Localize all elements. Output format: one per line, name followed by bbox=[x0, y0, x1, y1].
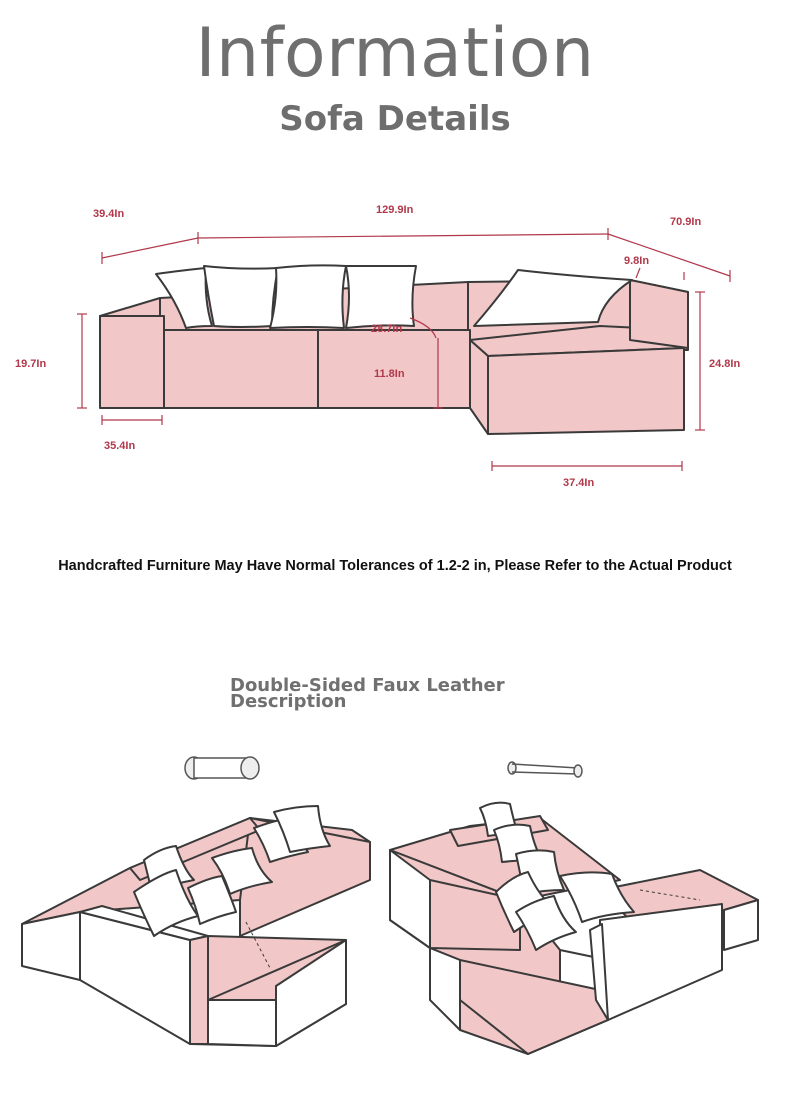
page-title: Information bbox=[195, 14, 595, 93]
pillow-icon bbox=[273, 805, 331, 853]
leather-roll-right-icon bbox=[507, 761, 583, 778]
tolerance-note: Handcrafted Furniture May Have Normal To… bbox=[58, 558, 732, 574]
dimension-label: 11.8In bbox=[374, 368, 405, 380]
description-line-2: Description bbox=[230, 691, 347, 712]
pillow-3 bbox=[269, 264, 347, 329]
sofa-dimension-diagram bbox=[77, 228, 731, 471]
right-sofa-view bbox=[389, 815, 759, 1055]
dimension-label: 37.4In bbox=[563, 477, 595, 489]
leather-roll-left-icon bbox=[184, 756, 260, 780]
dimension-label: 39.4In bbox=[93, 208, 125, 220]
left-sofa-view bbox=[21, 817, 371, 1047]
pillow-icon bbox=[515, 895, 577, 951]
description-line-1: Double-Sided Faux Leather bbox=[230, 675, 505, 696]
pillow-icon bbox=[559, 871, 635, 923]
dimension-label: 129.9In bbox=[376, 204, 414, 216]
dimension-label: 70.9In bbox=[670, 216, 702, 228]
pillow-icon bbox=[187, 875, 237, 925]
dimension-label: 19.7In bbox=[15, 358, 47, 370]
sofa-right-arm bbox=[629, 279, 689, 349]
pillow-1 bbox=[155, 267, 213, 329]
page-subtitle: Sofa Details bbox=[279, 99, 511, 139]
pillow-5 bbox=[473, 269, 633, 327]
dimension-label: 35.4In bbox=[104, 440, 136, 452]
description-heading: Double-Sided Faux Leather Description bbox=[230, 675, 530, 712]
dimension-label: 24.8In bbox=[709, 358, 741, 370]
sofa-chaise-side bbox=[469, 339, 489, 435]
pillow-4 bbox=[345, 265, 417, 329]
pillow-icon bbox=[211, 847, 273, 895]
dimension-label: 9.8In bbox=[624, 255, 650, 267]
dimension-label: 28.7In bbox=[371, 323, 403, 335]
